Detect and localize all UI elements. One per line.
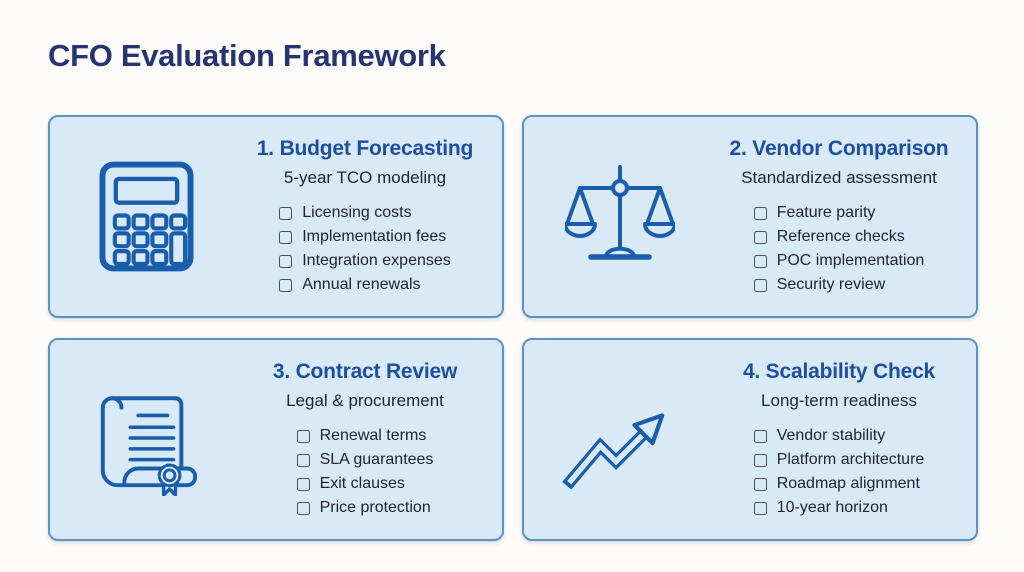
card-text: 1. Budget Forecasting 5-year TCO modelin… xyxy=(242,136,502,297)
checklist-item-label: Vendor stability xyxy=(776,427,886,444)
card-text: 3. Contract Review Legal & procurement R… xyxy=(242,359,502,520)
page-title: CFO Evaluation Framework xyxy=(48,38,446,73)
card-budget-forecasting: 1. Budget Forecasting 5-year TCO modelin… xyxy=(48,115,504,318)
trend-up-arrow-icon xyxy=(524,388,716,492)
card-subtitle: 5-year TCO modeling xyxy=(283,168,447,187)
card-subtitle: Long-term readiness xyxy=(761,391,917,410)
checklist-item: SLA guarantees xyxy=(296,448,434,472)
card-contract-review: 3. Contract Review Legal & procurement R… xyxy=(48,338,504,541)
checklist-item-label: Price protection xyxy=(319,499,431,516)
checklist-item-label: Integration expenses xyxy=(302,252,451,269)
checkbox-icon xyxy=(279,278,293,292)
checkbox-icon xyxy=(753,278,767,292)
checklist-item-label: Platform architecture xyxy=(776,451,925,468)
checklist-item: Vendor stability xyxy=(753,424,925,448)
checkbox-icon xyxy=(279,254,293,268)
checkbox-icon xyxy=(753,429,767,443)
contract-scroll-icon xyxy=(50,384,242,496)
card-text: 4. Scalability Check Long-term readiness… xyxy=(716,359,976,520)
checklist-item: Licensing costs xyxy=(279,201,451,225)
checklist-item: Roadmap alignment xyxy=(753,472,925,496)
checkbox-icon xyxy=(296,477,310,491)
checklist-item-label: Renewal terms xyxy=(319,427,427,444)
checkbox-icon xyxy=(296,501,310,515)
checklist-item: Security review xyxy=(753,273,925,297)
card-title: 4. Scalability Check xyxy=(742,360,936,383)
checkbox-icon xyxy=(753,206,767,220)
checkbox-icon xyxy=(296,429,310,443)
checklist-item-label: Licensing costs xyxy=(302,204,412,221)
checkbox-icon xyxy=(296,453,310,467)
card-title: 1. Budget Forecasting xyxy=(256,137,474,160)
card-text: 2. Vendor Comparison Standardized assess… xyxy=(716,136,976,297)
balance-scale-icon xyxy=(524,161,716,273)
checkbox-icon xyxy=(753,254,767,268)
checklist-item: Annual renewals xyxy=(279,273,451,297)
checkbox-icon xyxy=(279,230,293,244)
checkbox-icon xyxy=(279,206,293,220)
checklist-item-label: Feature parity xyxy=(776,204,876,221)
checklist-item-label: Security review xyxy=(776,276,886,293)
checkbox-icon xyxy=(753,501,767,515)
checklist-item: Renewal terms xyxy=(296,424,434,448)
checkbox-icon xyxy=(753,453,767,467)
checklist-item-label: Annual renewals xyxy=(302,276,421,293)
checklist-item: POC implementation xyxy=(753,249,925,273)
checkbox-icon xyxy=(753,477,767,491)
checklist-item-label: 10-year horizon xyxy=(776,499,888,516)
checklist-item-label: Roadmap alignment xyxy=(776,475,920,492)
checklist-item: Exit clauses xyxy=(296,472,434,496)
checklist-item: Reference checks xyxy=(753,225,925,249)
checklist-item: Feature parity xyxy=(753,201,925,225)
checklist-item: 10-year horizon xyxy=(753,496,925,520)
checkbox-icon xyxy=(753,230,767,244)
checklist-item-label: POC implementation xyxy=(776,252,925,269)
card-title: 3. Contract Review xyxy=(272,360,458,383)
card-subtitle: Legal & procurement xyxy=(286,391,444,410)
checklist-item: Price protection xyxy=(296,496,434,520)
checklist-item: Platform architecture xyxy=(753,448,925,472)
card-title: 2. Vendor Comparison xyxy=(729,137,949,160)
card-subtitle: Standardized assessment xyxy=(741,168,937,187)
checklist-item-label: Implementation fees xyxy=(302,228,447,245)
calculator-icon xyxy=(50,161,242,272)
card-scalability-check: 4. Scalability Check Long-term readiness… xyxy=(522,338,978,541)
checklist-item: Integration expenses xyxy=(279,249,451,273)
checklist-item: Implementation fees xyxy=(279,225,451,249)
checklist-item-label: Reference checks xyxy=(776,228,905,245)
framework-cards-grid: 1. Budget Forecasting 5-year TCO modelin… xyxy=(48,115,978,541)
card-vendor-comparison: 2. Vendor Comparison Standardized assess… xyxy=(522,115,978,318)
checklist-item-label: SLA guarantees xyxy=(319,451,434,468)
checklist-item-label: Exit clauses xyxy=(319,475,405,492)
